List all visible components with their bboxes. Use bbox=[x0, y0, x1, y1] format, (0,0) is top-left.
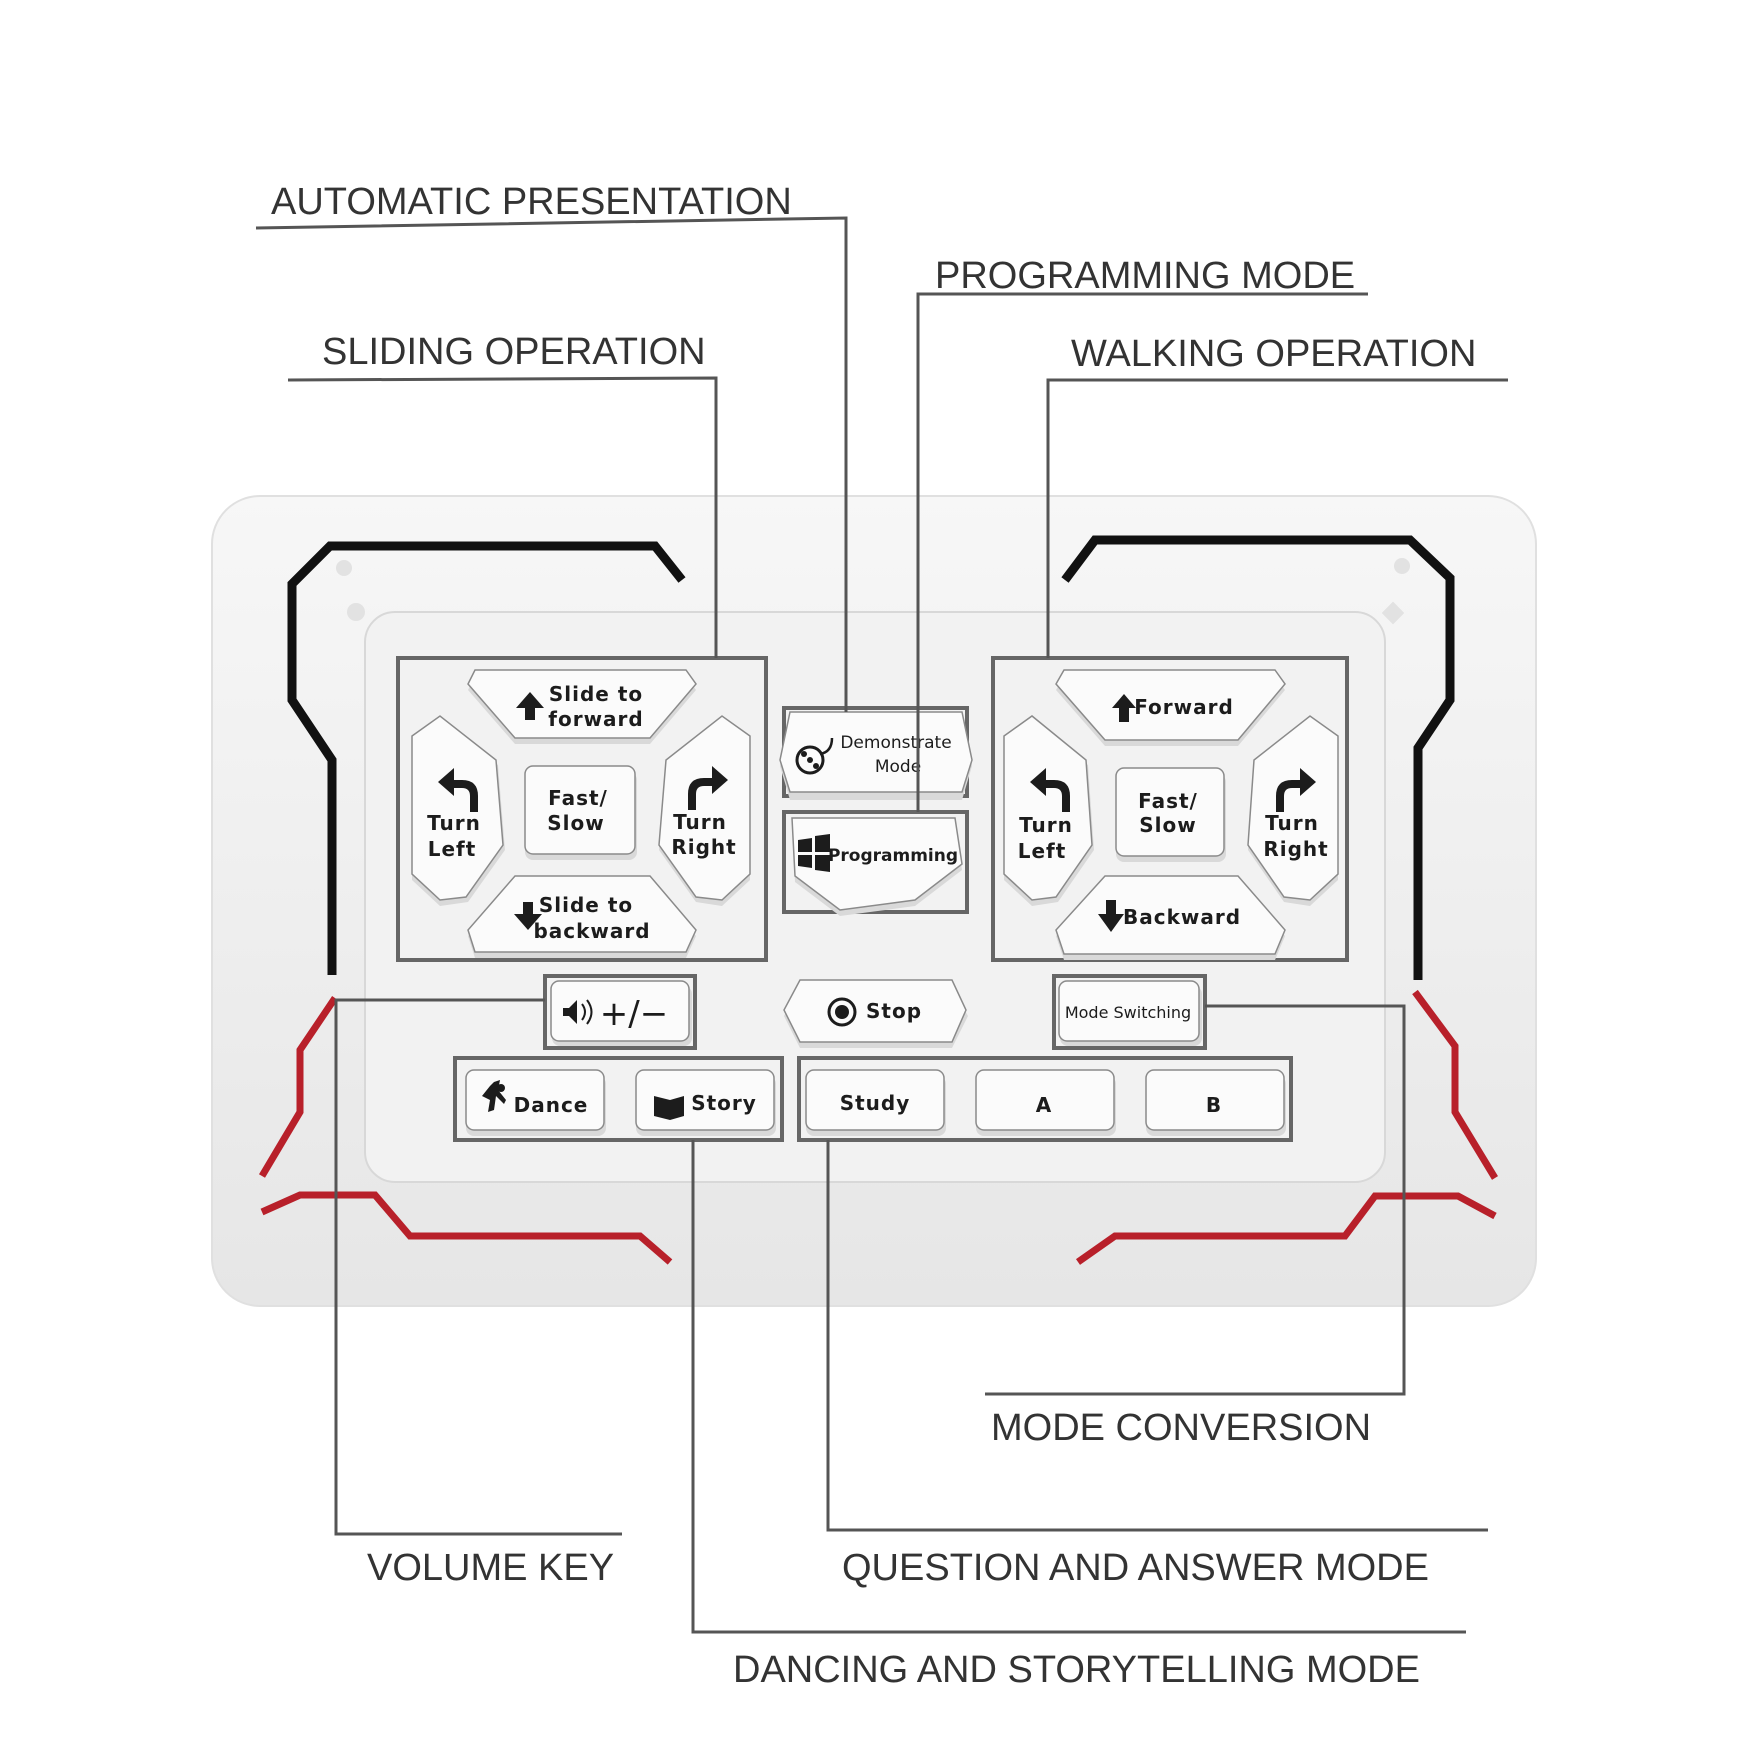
slide-forward-button[interactable]: Slide to forward bbox=[467, 669, 697, 744]
left-pad-turn-right-label-2: Right bbox=[671, 835, 736, 859]
story-button[interactable]: Story bbox=[635, 1069, 776, 1136]
dance-story-frame bbox=[453, 1056, 784, 1142]
a-button[interactable]: A bbox=[975, 1069, 1116, 1136]
right-pad-turn-right-button[interactable]: Turn Right bbox=[1247, 715, 1339, 906]
slide-backward-label-2: backward bbox=[533, 919, 650, 943]
label-mode-conversion: MODE CONVERSION bbox=[991, 1407, 1371, 1449]
backward-label: Backward bbox=[1123, 905, 1241, 929]
slide-backward-button[interactable]: Slide to backward bbox=[467, 875, 697, 958]
slide-forward-label-2: forward bbox=[548, 707, 643, 731]
red-trim-left bbox=[258, 996, 673, 1265]
left-pad-turn-right-label-1: Turn bbox=[673, 810, 727, 834]
arrow-down-icon bbox=[1098, 900, 1124, 932]
turn-left-arrow-icon bbox=[438, 768, 478, 812]
stop-label: Stop bbox=[866, 999, 922, 1023]
windows-logo-icon bbox=[798, 834, 830, 872]
black-trim-left bbox=[287, 541, 686, 975]
black-trim-right bbox=[1061, 535, 1455, 980]
mode-switching-button[interactable]: Mode Switching bbox=[1058, 980, 1202, 1046]
speaker-icon bbox=[563, 999, 593, 1025]
mode-switch-frame bbox=[1052, 974, 1207, 1050]
volume-button[interactable]: +/− bbox=[550, 980, 692, 1046]
stop-button[interactable]: Stop bbox=[783, 979, 968, 1048]
label-volume-key: VOLUME KEY bbox=[367, 1547, 614, 1589]
demonstrate-label-2: Mode bbox=[875, 757, 921, 777]
sliding-frame bbox=[396, 656, 768, 962]
label-programming-mode: PROGRAMMING MODE bbox=[935, 255, 1355, 297]
study-label: Study bbox=[840, 1091, 911, 1115]
leader-sliding-operation bbox=[287, 376, 718, 658]
turn-right-arrow-icon bbox=[688, 766, 728, 810]
turn-right-arrow-icon bbox=[1276, 768, 1316, 812]
story-label: Story bbox=[691, 1091, 757, 1115]
mode-switching-label: Mode Switching bbox=[1065, 1003, 1191, 1022]
arrow-down-icon bbox=[514, 902, 542, 930]
right-pad-fast-slow-label-2: Slow bbox=[1139, 813, 1196, 837]
right-pad-turn-left-label-2: Left bbox=[1018, 839, 1067, 863]
demonstrate-mode-button[interactable]: Demonstrate Mode bbox=[779, 711, 973, 800]
qa-frame bbox=[797, 1056, 1293, 1142]
right-pad-turn-right-label-2: Right bbox=[1263, 837, 1328, 861]
arrow-up-icon bbox=[1112, 694, 1136, 722]
backward-button[interactable]: Backward bbox=[1055, 875, 1286, 960]
right-pad-turn-left-button[interactable]: Turn Left bbox=[1003, 715, 1094, 906]
left-pad-turn-left-label-1: Turn bbox=[427, 811, 481, 835]
stop-icon bbox=[827, 997, 857, 1027]
programming-button[interactable]: Programming bbox=[791, 817, 963, 916]
volume-frame bbox=[543, 974, 697, 1050]
study-button[interactable]: Study bbox=[805, 1069, 946, 1136]
arrow-up-icon bbox=[516, 692, 544, 720]
dancer-icon bbox=[482, 1080, 506, 1112]
left-pad-fast-slow-button[interactable]: Fast/ Slow bbox=[524, 765, 637, 860]
right-pad-fast-slow-label-1: Fast/ bbox=[1138, 789, 1198, 813]
left-pad-turn-left-button[interactable]: Turn Left bbox=[411, 715, 505, 906]
leader-automatic-presentation bbox=[255, 216, 848, 712]
red-trim-right bbox=[1075, 989, 1498, 1265]
forward-button[interactable]: Forward bbox=[1055, 669, 1286, 746]
label-sliding-operation: SLIDING OPERATION bbox=[322, 331, 706, 373]
leader-walking-operation bbox=[1046, 378, 1508, 658]
leader-question-answer bbox=[826, 1140, 1488, 1532]
book-icon bbox=[654, 1096, 684, 1120]
leader-dancing-storytelling bbox=[691, 1140, 1466, 1634]
label-dancing-and-storytelling-mode: DANCING AND STORYTELLING MODE bbox=[733, 1649, 1420, 1691]
slide-backward-label-1: Slide to bbox=[539, 893, 633, 917]
dance-label: Dance bbox=[514, 1093, 589, 1117]
film-reel-icon bbox=[795, 737, 834, 775]
leader-mode-conversion bbox=[985, 1004, 1406, 1396]
right-pad-turn-right-label-1: Turn bbox=[1265, 811, 1319, 835]
programming-frame bbox=[782, 810, 969, 914]
demonstrate-label-1: Demonstrate bbox=[840, 733, 951, 753]
volume-label: +/− bbox=[600, 994, 668, 1034]
leader-volume-key bbox=[334, 998, 622, 1536]
left-pad-turn-right-button[interactable]: Turn Right bbox=[658, 715, 751, 906]
right-pad-turn-left-label-1: Turn bbox=[1019, 813, 1073, 837]
turn-left-arrow-icon bbox=[1030, 768, 1070, 812]
slide-forward-label-1: Slide to bbox=[549, 682, 643, 706]
label-automatic-presentation: AUTOMATIC PRESENTATION bbox=[271, 181, 792, 223]
programming-label: Programming bbox=[828, 846, 958, 866]
b-button[interactable]: B bbox=[1145, 1069, 1286, 1136]
left-pad-fast-slow-label-2: Slow bbox=[547, 811, 604, 835]
leader-programming-mode bbox=[916, 292, 1368, 812]
left-pad-turn-left-label-2: Left bbox=[428, 837, 477, 861]
left-pad-fast-slow-label-1: Fast/ bbox=[548, 786, 608, 810]
forward-label: Forward bbox=[1134, 695, 1234, 719]
right-pad-fast-slow-button[interactable]: Fast/ Slow bbox=[1115, 767, 1226, 862]
dance-button[interactable]: Dance bbox=[465, 1069, 606, 1136]
a-label: A bbox=[1036, 1093, 1052, 1117]
b-label: B bbox=[1206, 1093, 1222, 1117]
label-walking-operation: WALKING OPERATION bbox=[1071, 333, 1476, 375]
label-question-and-answer-mode: QUESTION AND ANSWER MODE bbox=[842, 1547, 1429, 1589]
